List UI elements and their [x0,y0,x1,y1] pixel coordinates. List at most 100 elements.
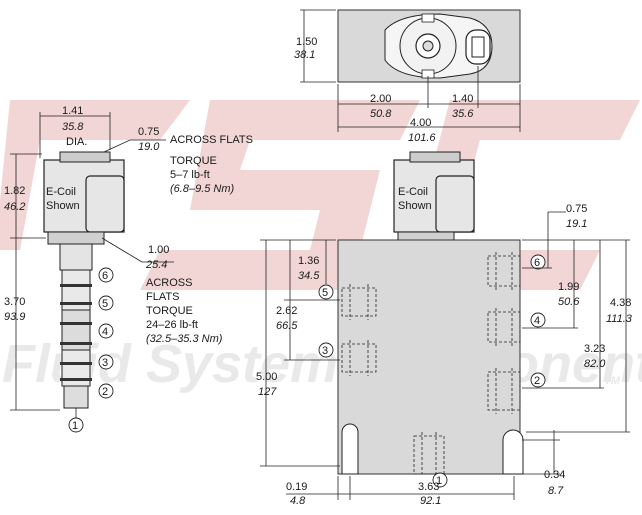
side-hex-label-1: ACROSS [146,277,192,289]
svg-text:3: 3 [102,357,108,369]
side-torque-label: TORQUE [170,155,217,167]
front-d1-mm: 34.5 [298,270,320,282]
svg-text:6: 6 [534,257,540,269]
svg-text:4: 4 [102,326,108,338]
front-d2-in: 2.62 [276,305,297,317]
svg-text:5: 5 [322,287,328,299]
watermark-logo-f [0,100,190,250]
svg-text:2: 2 [534,375,540,387]
front-coil-label-2: Shown [398,200,432,212]
side-port-1 [68,417,84,433]
front-d5-in: 1.99 [558,281,579,293]
front-d9-mm: 92.1 [420,495,441,507]
side-coil-height-in: 1.82 [4,185,25,197]
front-d8-mm: 4.8 [290,495,306,507]
side-cart-len-in: 3.70 [4,296,25,308]
svg-text:4: 4 [534,315,540,327]
side-hex-torque-label: TORQUE [146,305,193,317]
front-d1-in: 1.36 [298,255,319,267]
front-d6-in: 3.23 [584,343,605,355]
side-nut [59,151,111,163]
front-port-6 [530,254,546,270]
svg-text:5: 5 [102,298,108,310]
side-torque-nm: (6.8–9.5 Nm) [170,183,235,195]
front-d7-mm: 111.3 [606,313,633,325]
front-coil-label-1: E-Coil [398,186,428,198]
top-width-a-in: 2.00 [370,93,391,105]
front-view: E-Coil Shown [256,151,633,507]
side-port-4 [98,323,114,339]
front-mount-hole-left [341,423,359,475]
side-cartridge-orings [60,284,92,381]
side-cartridge-top [59,243,93,271]
watermark-logo-c [400,100,640,290]
top-width-b-mm: 35.6 [452,108,474,120]
front-port-2 [530,372,546,388]
front-port-1 [432,472,448,488]
side-view: E-Coil Shown 1.41 35.8 DIA. 0.75 19.0 AC… [4,105,253,433]
side-hex-mm: 25.4 [145,259,167,271]
side-flats-in: 0.75 [138,126,159,138]
front-d2-mm: 66.5 [276,320,298,332]
side-torque-lbft: 5–7 lb-ft [170,169,210,181]
front-d3-mm: 127 [258,386,277,398]
top-view-stem [422,40,434,52]
side-hex-in: 1.00 [148,244,169,256]
side-port-5 [98,295,114,311]
side-hex-label-2: FLATS [146,291,179,303]
front-port-cavities [341,252,521,475]
top-view-tab-top [421,13,435,23]
front-d6-mm: 82.0 [584,358,606,370]
front-d8-in: 0.19 [286,481,307,493]
top-width-a-mm: 50.8 [370,108,392,120]
svg-text:3: 3 [322,345,328,357]
top-width-total-in: 4.00 [410,117,431,129]
top-width-total-mm: 101.6 [408,132,436,144]
side-hex-torque-nm: (32.5–35.3 Nm) [146,333,223,345]
side-cartridge-tip [63,385,89,409]
side-hex [47,231,105,245]
front-port-3 [318,342,334,358]
side-coil-connector [85,175,125,233]
svg-text:2: 2 [102,386,108,398]
side-flats-label: ACROSS FLATS [170,134,253,146]
top-view-connector-pins [471,36,485,58]
watermark-tm: TM [604,375,621,387]
side-port-callouts: 6 5 4 3 2 1 [68,267,114,433]
front-coil-connector [435,175,475,233]
top-height-in: 1.50 [296,36,317,48]
side-hex-torque-lbft: 24–26 lb-ft [146,319,198,331]
top-width-b-in: 1.40 [452,93,473,105]
side-coil-label-1: E-Coil [46,186,76,198]
front-d7-in: 4.38 [610,297,631,309]
front-d4-mm: 19.1 [566,218,587,230]
top-height-mm: 38.1 [294,49,315,61]
svg-text:1: 1 [436,475,442,487]
side-nut-dia-in: 1.41 [62,105,83,117]
front-d3-in: 5.00 [256,371,277,383]
svg-text:1: 1 [72,420,78,432]
top-view: 1.50 38.1 2.00 50.8 1.40 35.6 4.00 101.6 [294,9,521,144]
side-coil-height-mm: 46.2 [4,201,25,213]
watermark-company: Fluid System Components [2,334,642,394]
side-flats-mm: 19.0 [138,141,160,153]
svg-text:6: 6 [102,270,108,282]
front-d5-mm: 50.6 [558,296,580,308]
front-port-5 [318,284,334,300]
side-port-2 [98,383,114,399]
front-d4-in: 0.75 [566,203,587,215]
front-port-callouts: 6 5 4 3 2 1 [318,254,546,488]
side-port-3 [98,354,114,370]
front-manifold [337,239,521,475]
side-port-6 [98,267,114,283]
front-nut [409,151,461,163]
side-cart-len-mm: 93.9 [4,311,25,323]
side-coil-label-2: Shown [46,200,80,212]
side-nut-dia-label: DIA. [66,136,87,148]
side-nut-dia-mm: 35.8 [62,121,84,133]
front-port-4 [530,312,546,328]
front-d10-mm: 8.7 [548,485,564,497]
front-d10-in: 0.34 [544,469,565,481]
